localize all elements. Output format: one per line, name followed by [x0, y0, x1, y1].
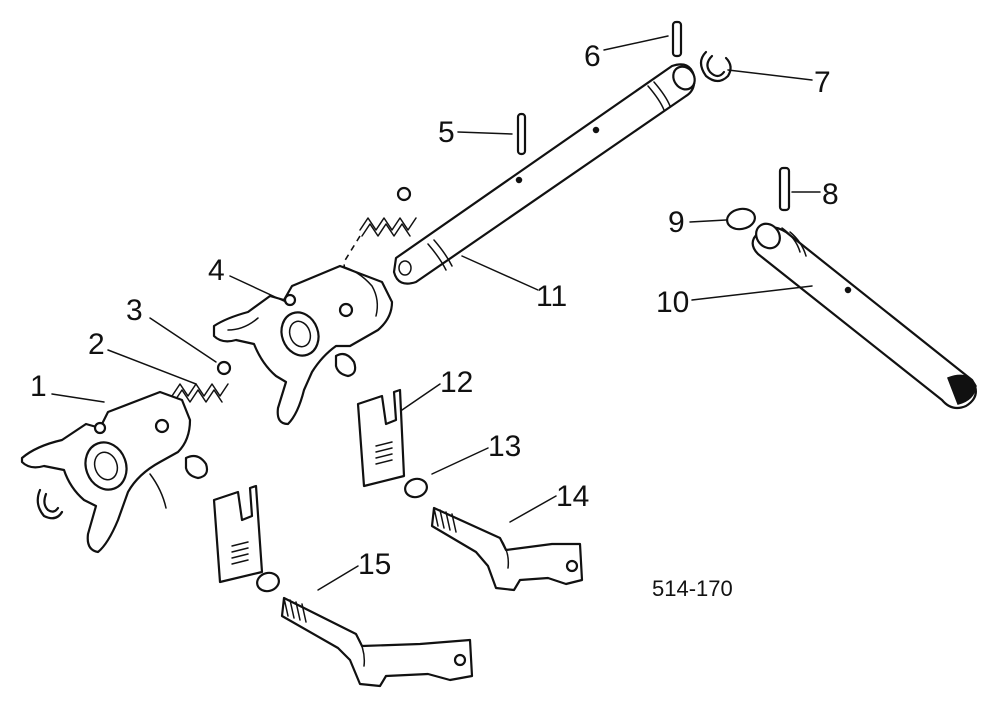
leader-15 — [317, 565, 359, 591]
callout-11: 11 — [536, 280, 567, 313]
leader-5 — [457, 131, 513, 135]
o-ring-9 — [726, 207, 756, 231]
roll-pin-8 — [778, 166, 791, 212]
callout-15: 15 — [358, 548, 391, 581]
callout-3: 3 — [126, 294, 143, 327]
callout-9: 9 — [668, 206, 685, 239]
selector-lever-15 — [280, 596, 474, 688]
leader-12 — [401, 383, 441, 411]
leader-4 — [229, 275, 287, 303]
callout-6: 6 — [584, 40, 601, 73]
leader-13 — [431, 447, 489, 475]
callout-14: 14 — [556, 480, 589, 513]
leader-9 — [689, 219, 727, 223]
interlock-plate-lower — [212, 484, 264, 584]
shift-fork-4 — [212, 264, 394, 426]
leader-6 — [603, 35, 669, 51]
detent-spring-upper — [343, 186, 417, 297]
roll-pin-5 — [516, 112, 527, 156]
detent-ball-3 — [216, 360, 232, 376]
leader-1 — [51, 393, 105, 403]
selector-lever-14 — [430, 506, 584, 592]
roll-pin-6 — [671, 20, 683, 58]
callout-1: 1 — [30, 370, 47, 403]
callout-13: 13 — [488, 430, 521, 463]
callout-7: 7 — [814, 66, 831, 99]
callout-4: 4 — [208, 254, 225, 287]
leader-11 — [461, 255, 539, 291]
detent-spring-2 — [171, 383, 229, 403]
callout-numbers: 1 2 3 4 5 6 7 8 9 10 11 12 13 14 15 — [30, 40, 839, 581]
o-ring-13 — [404, 477, 428, 499]
shift-fork-1 — [20, 390, 209, 554]
callout-2: 2 — [88, 328, 105, 361]
callout-8: 8 — [822, 178, 839, 211]
leader-lines — [51, 35, 821, 591]
circlip-7 — [699, 50, 732, 83]
circlip-left — [36, 488, 64, 520]
callout-10: 10 — [656, 286, 689, 319]
shift-rail-long — [392, 63, 696, 285]
leader-3 — [149, 317, 217, 363]
drawing-code: 514-170 — [652, 576, 733, 601]
callout-5: 5 — [438, 116, 455, 149]
leader-2 — [107, 349, 197, 385]
callout-12: 12 — [440, 366, 473, 399]
interlock-plate-12 — [356, 388, 406, 488]
leader-7 — [727, 69, 813, 81]
o-ring-lower — [256, 571, 280, 593]
leader-10 — [691, 285, 813, 301]
shift-rail-short — [751, 222, 977, 410]
leader-14 — [509, 495, 557, 523]
